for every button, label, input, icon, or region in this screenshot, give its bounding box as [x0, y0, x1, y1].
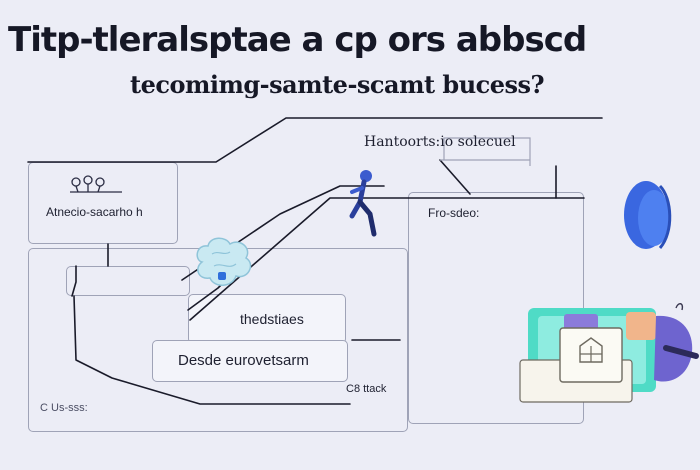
- cloud-brain-icon: [196, 237, 252, 286]
- inner-tab: [66, 266, 190, 296]
- diagram-subtitle: tecomimg-samte-scamt bucess?: [130, 70, 545, 99]
- diagram-title: Titp-tleralsptae a cp ors abbscd: [8, 20, 587, 60]
- small-caption: C8 ttack: [346, 383, 387, 395]
- center-branch-line: [189, 165, 557, 321]
- device-illustration-icon: [519, 303, 699, 403]
- top-right-bracket: [443, 137, 531, 166]
- short-diagonal-line: [439, 159, 471, 195]
- lower-card: [152, 340, 348, 382]
- left-hook-line: [71, 265, 77, 297]
- right-card-label: Fro-sdeo:: [428, 206, 480, 220]
- blue-dome-icon: [624, 181, 672, 249]
- top-connector-line: [27, 117, 603, 163]
- center-card-label: thedstiaes: [240, 311, 304, 327]
- top-right-label: Hantoorts:io solecuel: [364, 134, 516, 150]
- bottom-left-label: C Us-sss:: [40, 402, 88, 414]
- sprout-doodle-icon: [70, 175, 122, 193]
- bottom-sweep-line: [73, 295, 351, 405]
- walking-person-icon: [349, 170, 377, 237]
- left-card-label: Atnecio-sacarho h: [46, 205, 143, 219]
- lower-card-label: Desde eurovetsarm: [178, 352, 309, 369]
